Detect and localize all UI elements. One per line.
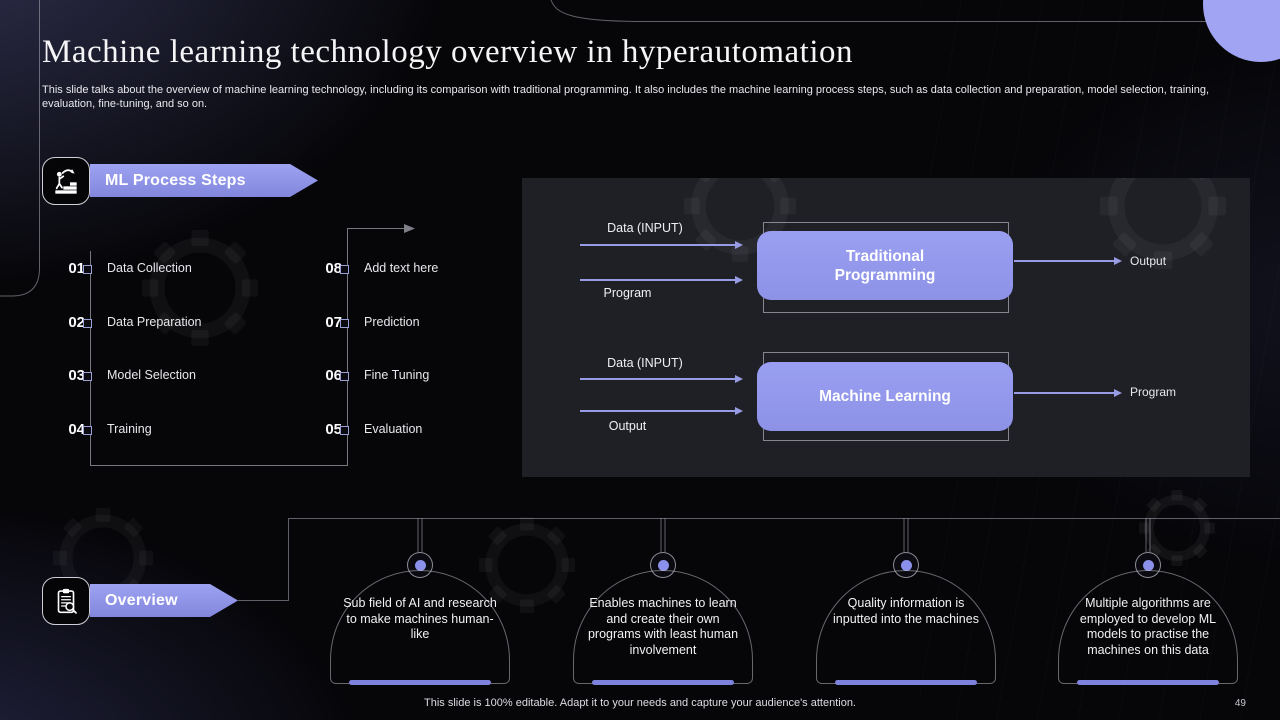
flow-box-traditional-programming: Traditional Programming [757,231,1013,300]
card-text: Quality information is inputted into the… [833,596,979,626]
connector-square [340,264,349,274]
step-label: Prediction [364,315,420,329]
process-step: 05 Evaluation [312,420,422,438]
flow-arrow [580,407,743,414]
card-accent-bar [835,680,977,685]
connector-square [83,264,92,274]
step-label: Fine Tuning [364,368,430,382]
footer-note: This slide is 100% editable. Adapt it to… [424,697,856,709]
process-step: 04 Training [55,420,151,438]
flow-input-label: Data (INPUT) [607,356,683,370]
overview-card: Sub field of AI and research to make mac… [330,570,510,685]
step-number: 08 [325,259,342,277]
card-accent-bar [349,680,491,685]
process-step: 07 Prediction [312,313,419,331]
connector-square [340,425,349,435]
node-dot [657,559,669,571]
person-climbing-stairs-icon [55,169,77,194]
flow-output-label: Program [1130,385,1177,399]
slide-description: This slide talks about the overview of m… [42,84,1210,110]
card-text: Enables machines to learn and create the… [587,596,739,657]
step-number: 02 [68,313,85,331]
process-icon-chip [42,157,90,205]
flow-box-machine-learning: Machine Learning [757,362,1013,431]
node-dot [1142,559,1154,571]
page-title: Machine learning technology overview in … [42,34,854,70]
step-number: 05 [325,420,342,438]
process-step: 06 Fine Tuning [312,366,429,384]
card-text: Multiple algorithms are employed to deve… [1079,596,1217,657]
overview-icon-chip [42,577,90,625]
flow-arrow [580,241,743,248]
step-label: Model Selection [107,368,196,382]
flow-box-label: Machine Learning [819,388,951,405]
node-dot [414,559,426,571]
overview-banner-label: Overview [105,591,178,609]
process-step: 02 Data Preparation [55,313,201,331]
connector-square [83,371,92,381]
step-number: 01 [68,259,85,277]
card-accent-bar [592,680,734,685]
node-dot [900,559,912,571]
overview-card: Quality information is inputted into the… [816,570,996,685]
connector-square [83,318,92,328]
process-step: 03 Model Selection [55,366,196,384]
process-banner: ML Process Steps [90,164,318,197]
process-step: 01 Data Collection [55,259,191,277]
step-number: 04 [68,420,85,438]
step-number: 07 [325,313,342,331]
step-number: 06 [325,366,342,384]
flow-arrow [1014,389,1122,396]
flow-arrow [1014,257,1122,264]
step-number: 03 [68,366,85,384]
page-number: 49 [1234,698,1246,709]
step-label: Training [107,422,152,436]
flow-arrow [580,276,743,283]
step-label[interactable]: Add text here [364,261,439,275]
process-step: 08 Add text here [312,259,438,277]
card-text: Sub field of AI and research to make mac… [343,596,497,641]
connector-square [83,425,92,435]
card-accent-bar [1077,680,1219,685]
step-label: Data Preparation [107,315,202,329]
flow-input-label: Output [608,419,647,433]
flow-box-label: Traditional Programming [834,247,936,284]
flow-arrow [580,375,743,382]
overview-banner: Overview [90,584,238,617]
clipboard-search-icon [57,588,77,614]
step-label: Evaluation [364,422,423,436]
flow-output-label: Output [1130,254,1167,268]
step-label: Data Collection [107,261,192,275]
flow-input-label: Program [603,286,652,300]
connector-square [340,371,349,381]
connector-square [340,318,349,328]
flow-input-label: Data (INPUT) [607,221,683,235]
process-banner-label: ML Process Steps [105,171,246,189]
overview-card: Enables machines to learn and create the… [573,570,753,685]
